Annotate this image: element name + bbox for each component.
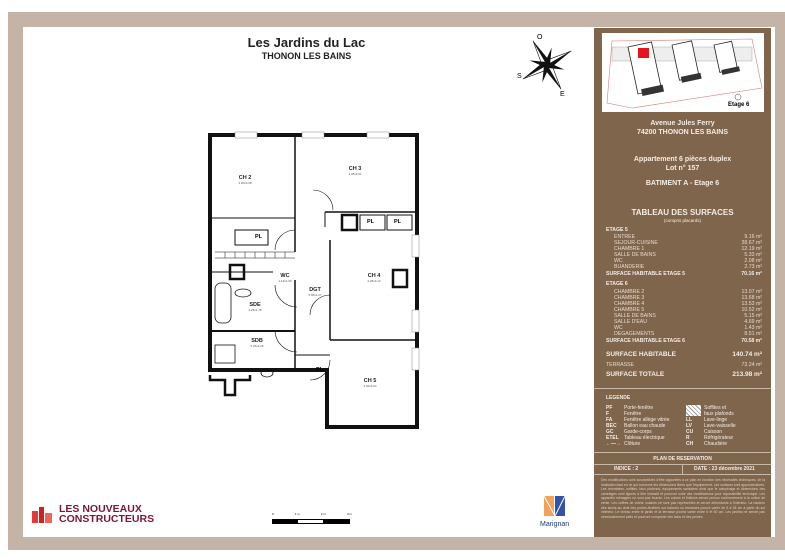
etage6-heading: ETAGE 6	[606, 281, 628, 287]
divider	[594, 474, 771, 475]
project-title: Les Jardins du Lac	[247, 35, 366, 50]
address-line1: Avenue Jules Ferry	[650, 120, 715, 127]
divider	[682, 464, 683, 474]
building-logo-icon	[32, 507, 52, 523]
lot-number: Lot n° 157	[665, 165, 700, 172]
surfaces-title: TABLEAU DES SURFACES	[631, 208, 734, 217]
indice: INDICE : 2	[614, 466, 639, 472]
project-city: THONON LES BAINS	[261, 51, 352, 61]
marignan-logo: Marignan	[540, 495, 569, 528]
placard-label: PL	[367, 219, 375, 225]
svg-text:O: O	[537, 34, 543, 41]
divider	[594, 452, 771, 453]
surfaces-subtitle: (compris placards)	[663, 218, 701, 223]
placard-label: PL	[316, 367, 324, 373]
building-floor: BATIMENT A - Etage 6	[645, 180, 720, 187]
legend-title: LEGENDE	[606, 395, 631, 401]
etage5-heading: ETAGE 5	[606, 227, 628, 233]
marignan-m-icon	[543, 495, 566, 518]
placard-label: PL	[394, 219, 402, 225]
floor-label: Etage 6	[728, 102, 750, 108]
placard-label: PL	[255, 234, 263, 240]
svg-text:E: E	[560, 91, 565, 98]
divider	[594, 388, 771, 389]
info-panel: Avenue Jules Ferry 74200 THONON LES BAIN…	[594, 28, 771, 537]
soffites-swatch-icon	[686, 405, 701, 416]
svg-text:S: S	[517, 73, 522, 80]
address-line2: 74200 THONON LES BAINS	[636, 129, 729, 136]
site-plan: Etage 6	[602, 33, 764, 112]
site-plan-map-icon	[606, 38, 763, 109]
compass-rose-icon: O S E	[517, 34, 572, 98]
highlighted-lot	[638, 48, 649, 58]
apartment-type: Appartement 6 pièces duplex	[633, 156, 732, 163]
drawing-area: Les Jardins du Lac THONON LES BAINS	[23, 27, 590, 537]
date: DATE : 23 décembre 2021	[694, 466, 755, 472]
disclaimer-text: Des modifications sont susceptibles d'êt…	[601, 478, 765, 519]
plan-label: PLAN DE RESERVATION	[653, 456, 712, 462]
floor-plan	[208, 131, 420, 429]
